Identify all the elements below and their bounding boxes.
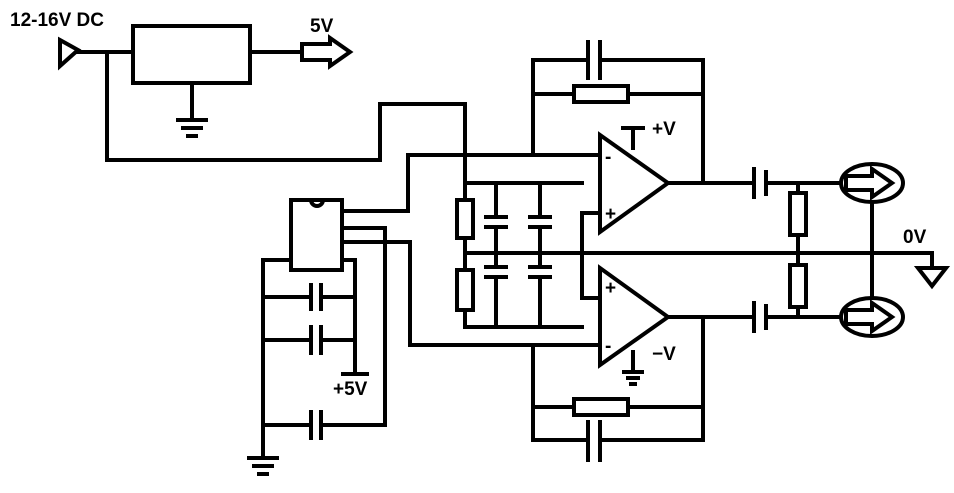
ic-notch xyxy=(309,199,325,208)
power-input-section xyxy=(58,24,467,202)
divider-capacitor-b-top xyxy=(528,181,552,267)
top-opamp xyxy=(598,131,672,236)
reference-ic xyxy=(289,198,344,272)
divider-capacitor-a-bottom xyxy=(484,265,508,329)
ground-bus xyxy=(463,251,951,290)
ground-reference-label: 0V xyxy=(903,227,927,248)
positive-rail-label: +V xyxy=(652,119,676,140)
top-output-capacitor xyxy=(752,167,840,199)
bottom-opamp-noninverting-pin: + xyxy=(605,278,616,299)
bottom-output-resistor xyxy=(788,263,808,309)
top-output-resistor xyxy=(788,191,808,237)
supply-input-label: 12-16V DC xyxy=(10,10,104,31)
regulator-output-label: 5V xyxy=(310,16,334,37)
top-opamp-stage xyxy=(531,40,754,300)
decoupling-capacitor-1 xyxy=(261,283,357,311)
divider-resistor-top xyxy=(455,198,475,240)
bottom-opamp xyxy=(598,264,672,369)
divider-network xyxy=(455,181,584,329)
top-opamp-inverting-pin: - xyxy=(605,147,611,168)
voltage-regulator xyxy=(131,24,252,85)
top-output-connector xyxy=(839,162,905,204)
decoupling-capacitor-2 xyxy=(261,325,357,355)
negative-rail-label: −V xyxy=(652,344,676,365)
bottom-feedback-resistor xyxy=(572,397,630,417)
0v-ground-symbol xyxy=(913,266,951,290)
dc-input-terminal xyxy=(58,36,82,71)
left-ground-symbol xyxy=(247,456,279,476)
output-section xyxy=(752,162,905,338)
bottom-opamp-stage xyxy=(531,264,754,462)
divider-capacitor-a-top xyxy=(484,181,508,267)
bottom-output-capacitor xyxy=(752,301,840,333)
5v-output-arrow xyxy=(300,34,354,70)
reference-ic-section xyxy=(247,153,602,476)
bottom-output-connector xyxy=(839,296,905,338)
decoupling-capacitor-3 xyxy=(261,410,387,440)
divider-capacitor-b-bottom xyxy=(528,265,552,329)
regulator-ground-symbol xyxy=(176,118,208,138)
bottom-opamp-inverting-pin: - xyxy=(605,336,611,357)
top-opamp-noninverting-pin: + xyxy=(605,204,616,225)
top-feedback-resistor xyxy=(572,84,630,104)
ref-supply-label: +5V xyxy=(333,379,368,400)
opamp-ground-symbol xyxy=(622,370,644,386)
divider-resistor-bottom xyxy=(455,268,475,312)
